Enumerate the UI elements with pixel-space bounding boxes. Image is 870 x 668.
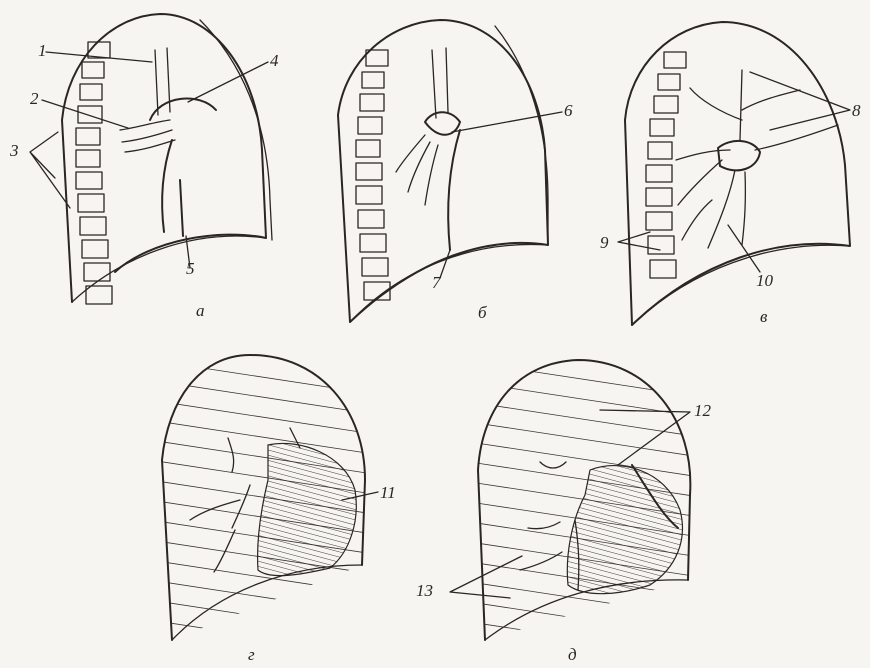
heart-border-a [162,140,172,232]
panel-v [618,22,850,325]
aortic-arch-a [150,99,216,120]
diaphragm-a [72,236,266,302]
shadow-area-g [258,443,357,575]
hilum-v [718,141,760,170]
spine-v [646,52,686,278]
label-5: 5 [186,259,195,278]
pleura-line-a [200,20,272,240]
caption-d: д [568,645,577,664]
panel-b [338,20,562,322]
label-10: 10 [756,271,774,290]
caption-v: в [760,307,768,326]
label-13: 13 [416,581,433,600]
shadow-area-d [567,466,682,594]
caption-b: б [478,303,487,322]
vessels-a [120,120,175,152]
caption-g: г [248,645,255,664]
lung-outline-a [62,14,266,302]
lung-outline-v [625,22,850,325]
lung-outline-b [338,20,548,322]
label-2: 2 [30,89,39,108]
vessel-border-a [180,180,183,236]
label-9: 9 [600,233,609,252]
label-4: 4 [270,51,279,70]
label-1: 1 [38,41,47,60]
label-6: 6 [564,101,573,120]
hilum-vessels-b [396,135,438,205]
pleura-line-b [495,26,548,245]
label-3: 3 [9,141,19,160]
caption-a: а [196,301,205,320]
panel-a [30,14,272,304]
label-8: 8 [852,101,861,120]
heart-border-b [448,130,460,250]
spine-a [76,42,112,304]
spine-b [356,50,390,300]
diaphragm-g [172,565,362,640]
label-12: 12 [694,401,712,420]
trachea-b [432,48,448,118]
panel-g [150,355,380,655]
panel-d [450,360,700,657]
label-11: 11 [380,483,396,502]
